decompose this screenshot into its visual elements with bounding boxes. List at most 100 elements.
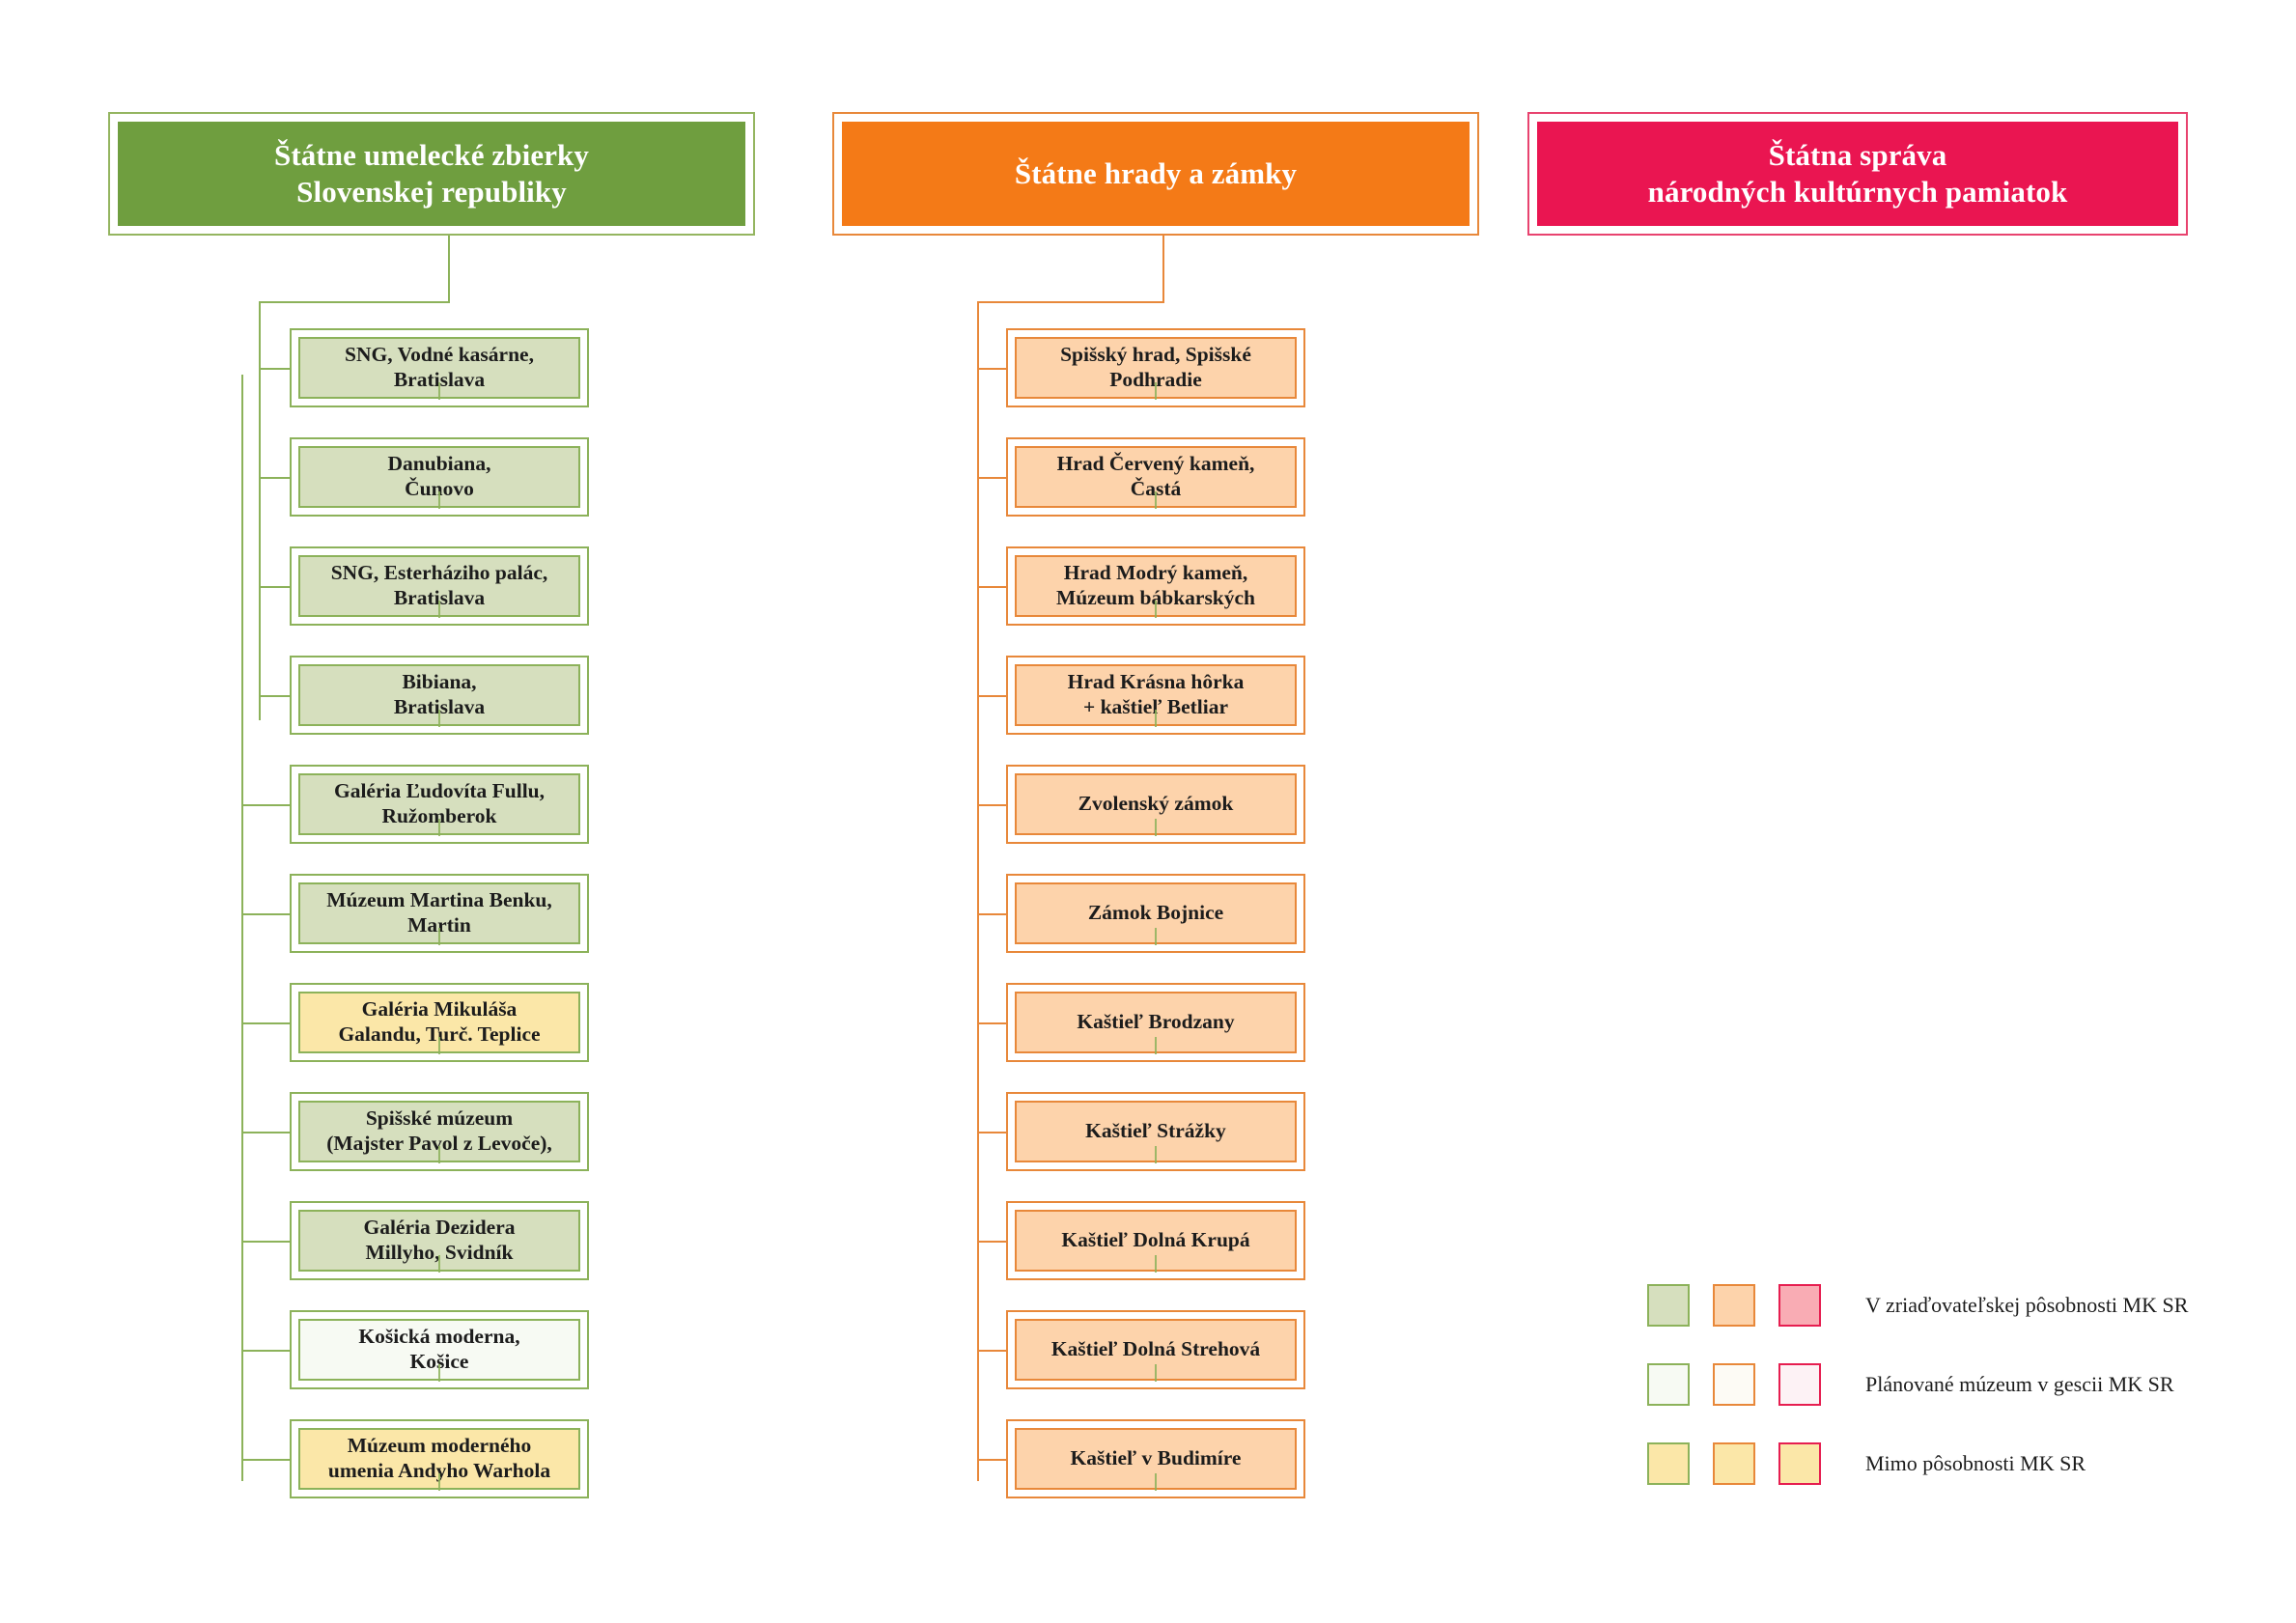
connector-stub: [979, 695, 1006, 697]
org-node-line-1: Hrad Modrý kameň,: [1063, 561, 1248, 585]
org-node[interactable]: Galéria Ľudovíta Fullu,Ružomberok: [290, 765, 589, 844]
node-tick-mark: [438, 1255, 440, 1273]
connector-stub: [979, 804, 1006, 806]
org-node-label: Spišské múzeum(Majster Pavol z Levoče),: [298, 1101, 580, 1162]
column-header-state-art-collections[interactable]: Štátne umelecké zbierky Slovenskej repub…: [108, 112, 755, 236]
connector-stub: [243, 804, 290, 806]
node-tick-mark: [438, 1364, 440, 1382]
connector-elbow-green: [259, 301, 450, 303]
connector-spine-green-outer: [241, 375, 243, 1481]
connector-stub: [979, 1132, 1006, 1133]
org-node-line-1: Kaštieľ Dolná Krupá: [1061, 1228, 1250, 1252]
connector-drop-orange: [1162, 236, 1164, 303]
legend-swatch-pink: [1778, 1363, 1821, 1406]
node-tick-mark: [1155, 1037, 1157, 1054]
node-tick-mark: [1155, 819, 1157, 836]
org-node-label: Kaštieľ v Budimíre: [1015, 1428, 1297, 1490]
node-tick-mark: [1155, 710, 1157, 727]
node-tick-mark: [438, 928, 440, 945]
node-tick-mark: [438, 1146, 440, 1163]
org-node-line-1: Danubiana,: [387, 452, 491, 476]
connector-drop-green: [448, 236, 450, 303]
legend-swatch-orange: [1713, 1284, 1755, 1327]
connector-stub: [979, 477, 1006, 479]
connector-stub: [243, 1022, 290, 1024]
connector-spine-green-inner: [259, 301, 261, 720]
connector-stub: [261, 477, 290, 479]
org-node-line-1: Hrad Červený kameň,: [1056, 452, 1255, 476]
org-node-line-1: Kaštieľ Strážky: [1085, 1119, 1226, 1143]
legend-swatch-green: [1647, 1363, 1690, 1406]
column-header-state-administration[interactable]: Štátna správa národných kultúrnych pamia…: [1527, 112, 2188, 236]
column-header-label: Štátne hrady a zámky: [842, 122, 1470, 226]
node-tick-mark: [438, 1473, 440, 1491]
org-node[interactable]: Hrad Červený kameň,Častá: [1006, 437, 1305, 517]
connector-stub: [979, 1241, 1006, 1243]
node-tick-mark: [1155, 1364, 1157, 1382]
legend-row: Mimo pôsobnosti MK SR: [1647, 1442, 2086, 1485]
org-node-label: Hrad Krásna hôrka+ kaštieľ Betliar: [1015, 664, 1297, 726]
node-tick-mark: [1155, 1473, 1157, 1491]
connector-elbow-orange: [977, 301, 1164, 303]
legend-row: V zriaďovateľskej pôsobnosti MK SR: [1647, 1284, 2188, 1327]
org-node-line-1: Galéria Ľudovíta Fullu,: [333, 779, 545, 803]
node-tick-mark: [438, 601, 440, 618]
org-node-line-1: Kaštieľ Dolná Strehová: [1050, 1337, 1261, 1361]
connector-stub: [979, 913, 1006, 915]
connector-spine-orange: [977, 301, 979, 1481]
header-line-2: národných kultúrnych pamiatok: [1647, 175, 2068, 209]
node-tick-mark: [1155, 382, 1157, 400]
org-node-line-1: Zvolenský zámok: [1078, 792, 1234, 816]
connector-stub: [979, 368, 1006, 370]
org-node-line-1: Kaštieľ Brodzany: [1077, 1010, 1235, 1034]
header-line-1: Štátne umelecké zbierky: [273, 138, 589, 173]
org-node[interactable]: Zámok Bojnice: [1006, 874, 1305, 953]
legend-label: V zriaďovateľskej pôsobnosti MK SR: [1865, 1293, 2189, 1317]
node-tick-mark: [438, 819, 440, 836]
connector-stub: [979, 1022, 1006, 1024]
header-line-1: Štátne hrady a zámky: [1014, 156, 1298, 191]
header-line-2: Slovenskej republiky: [296, 175, 567, 209]
org-node[interactable]: Múzeum Martina Benku,Martin: [290, 874, 589, 953]
legend-swatch-green: [1647, 1442, 1690, 1485]
column-header-state-castles[interactable]: Štátne hrady a zámky: [832, 112, 1479, 236]
node-tick-mark: [438, 382, 440, 400]
org-node[interactable]: Hrad Krásna hôrka+ kaštieľ Betliar: [1006, 656, 1305, 735]
org-node-line-1: SNG, Esterháziho palác,: [330, 561, 548, 585]
org-node-line-1: Galéria Mikuláša: [361, 997, 518, 1021]
connector-stub: [979, 1350, 1006, 1352]
legend-swatch-green: [1647, 1284, 1690, 1327]
org-node-line-1: Múzeum moderného: [347, 1434, 532, 1458]
org-node-line-1: Spišský hrad, Spišské: [1060, 343, 1251, 367]
org-node[interactable]: Spišské múzeum(Majster Pavol z Levoče),: [290, 1092, 589, 1171]
connector-stub: [979, 586, 1006, 588]
legend-row: Plánované múzeum v gescii MK SR: [1647, 1363, 2174, 1406]
node-tick-mark: [438, 1037, 440, 1054]
header-line-1: Štátna správa: [1768, 138, 1947, 173]
legend-swatch-pink: [1778, 1442, 1821, 1485]
legend-label: Plánované múzeum v gescii MK SR: [1865, 1372, 2174, 1396]
legend: V zriaďovateľskej pôsobnosti MK SR Pláno…: [1647, 1284, 2246, 1506]
node-tick-mark: [1155, 928, 1157, 945]
connector-stub: [979, 1459, 1006, 1461]
legend-swatch-pink: [1778, 1284, 1821, 1327]
org-node-line-1: Bibiana,: [402, 670, 477, 694]
org-node-line-1: Košická moderna,: [358, 1325, 520, 1349]
column-header-label: Štátna správa národných kultúrnych pamia…: [1537, 122, 2178, 226]
org-node-line-1: Spišské múzeum: [365, 1106, 514, 1131]
org-node[interactable]: Kaštieľ Dolná Krupá: [1006, 1201, 1305, 1280]
connector-stub: [243, 1241, 290, 1243]
org-node-label: Kaštieľ Strážky: [1015, 1101, 1297, 1162]
org-node-line-1: Galéria Dezidera: [363, 1216, 516, 1240]
org-node-line-1: Múzeum Martina Benku,: [326, 888, 552, 912]
legend-label: Mimo pôsobnosti MK SR: [1865, 1451, 2086, 1475]
node-tick-mark: [1155, 1146, 1157, 1163]
connector-stub: [243, 913, 290, 915]
column-header-label: Štátne umelecké zbierky Slovenskej repub…: [118, 122, 745, 226]
node-tick-mark: [1155, 601, 1157, 618]
node-tick-mark: [1155, 491, 1157, 509]
org-node-line-1: Kaštieľ v Budimíre: [1070, 1446, 1242, 1470]
node-tick-mark: [1155, 1255, 1157, 1273]
org-node-line-1: Hrad Krásna hôrka: [1067, 670, 1245, 694]
